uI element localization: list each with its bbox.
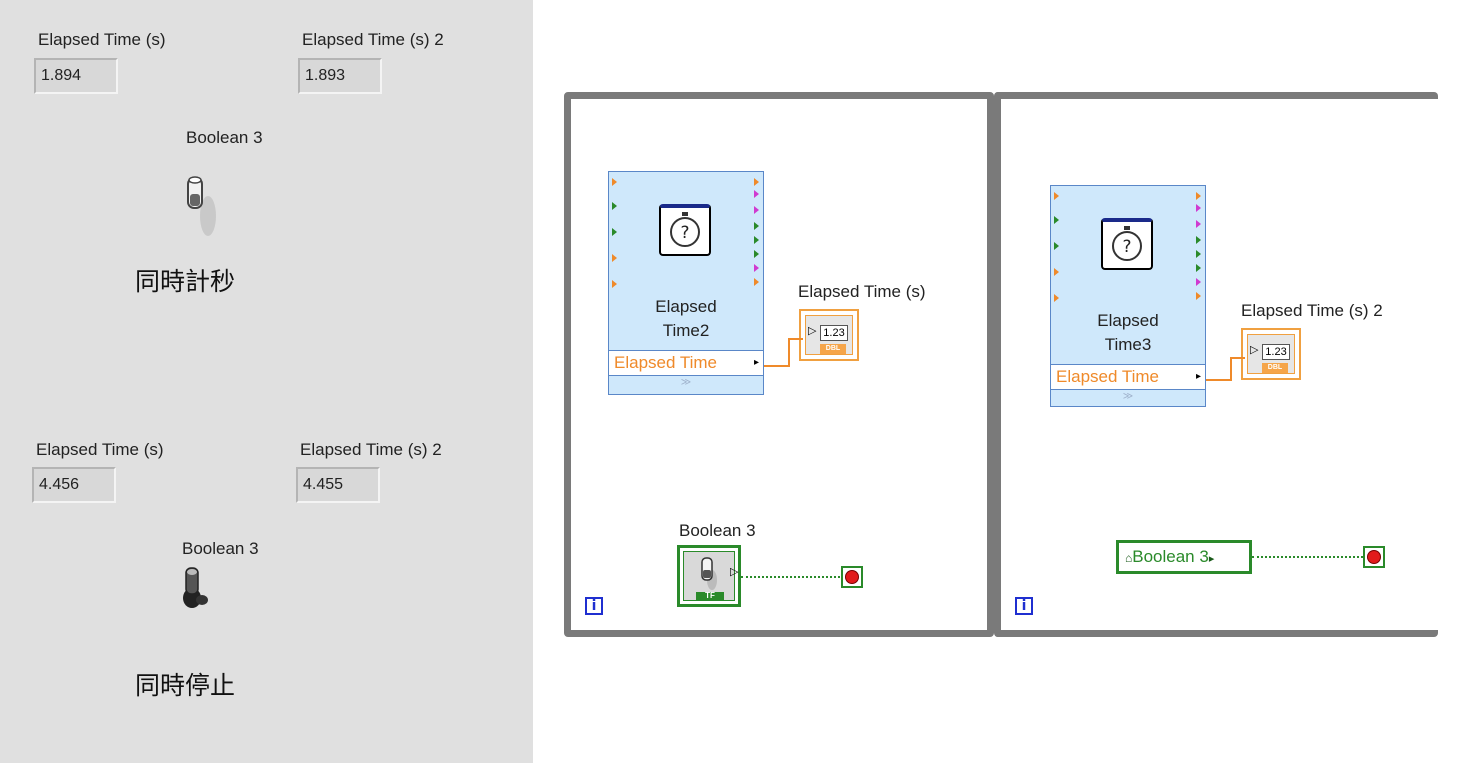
input-terminal [612, 280, 617, 288]
stopwatch-icon: ? [659, 204, 711, 256]
output-terminal [1196, 236, 1201, 244]
elapsed-time-indicator: 4.456 [32, 467, 116, 503]
boolean-3-label: Boolean 3 [186, 128, 263, 147]
simultaneous-timing-caption: 同時計秒 [135, 267, 236, 296]
output-terminal [1196, 250, 1201, 258]
output-arrow-icon: ▸ [753, 357, 759, 368]
stop-terminal-icon[interactable] [1363, 546, 1385, 568]
dbl-wire[interactable] [788, 338, 790, 367]
dbl-wire[interactable] [1206, 379, 1230, 381]
boolean-3-control-terminal[interactable]: TF ▷ [677, 545, 741, 607]
output-arrow-icon: ▸ [1195, 371, 1201, 382]
elapsed-time-2-indicator-terminal[interactable]: ▷ 1.23 DBL [1241, 328, 1301, 380]
input-terminal [1054, 216, 1059, 224]
toggle-switch-icon [701, 557, 717, 590]
elapsed-time-label: Elapsed Time (s) [38, 30, 166, 49]
front-panel: Elapsed Time (s) 1.894 Elapsed Time (s) … [0, 0, 533, 763]
stop-terminal-icon[interactable] [841, 566, 863, 588]
boolean-3-terminal-label: Boolean 3 [679, 521, 756, 540]
express-vi-title: Time2 [662, 321, 710, 340]
elapsed-time-2-terminal-label: Elapsed Time (s) 2 [1241, 301, 1383, 320]
while-loop-2[interactable]: ? Elapsed Time3 Elapsed Time ▸ ≫ Elapsed… [994, 92, 1438, 637]
input-terminal [1054, 294, 1059, 302]
numeric-glyph: 1.23 [820, 325, 848, 341]
boolean-wire[interactable] [741, 576, 840, 578]
elapsed-time-output-terminal[interactable]: Elapsed Time ▸ [609, 350, 763, 376]
output-terminal [1196, 264, 1201, 272]
output-arrow-icon: ▷ [730, 566, 739, 578]
output-terminal [1196, 220, 1201, 228]
dbl-type-tag: DBL [1262, 363, 1288, 373]
output-terminal [754, 278, 759, 286]
elapsed-time-2-label: Elapsed Time (s) 2 [300, 440, 442, 459]
input-terminal [1054, 242, 1059, 250]
input-terminal [612, 202, 617, 210]
dbl-wire[interactable] [788, 338, 803, 340]
elapsed-time-indicator-terminal[interactable]: ▷ 1.23 DBL [799, 309, 859, 361]
iteration-terminal-icon[interactable]: i [585, 597, 603, 615]
while-loop-1[interactable]: ? Elapsed Time2 Elapsed Time ▸ ≫ Elapsed… [564, 92, 994, 637]
svg-text:?: ? [680, 223, 689, 243]
boolean-wire[interactable] [1252, 556, 1363, 558]
elapsed-time-2-indicator: 4.455 [296, 467, 380, 503]
stopwatch-icon: ? [1101, 218, 1153, 270]
input-arrow-icon: ▷ [808, 325, 817, 337]
elapsed-time-express-vi[interactable]: ? Elapsed Time2 Elapsed Time ▸ ≫ [608, 171, 764, 395]
output-terminal [754, 178, 759, 186]
output-terminal [754, 206, 759, 214]
iteration-terminal-icon[interactable]: i [1015, 597, 1033, 615]
elapsed-time-2-label: Elapsed Time (s) 2 [302, 30, 444, 49]
output-terminal [754, 190, 759, 198]
resize-grip-icon[interactable]: ≫ [680, 377, 692, 388]
input-terminal [612, 254, 617, 262]
output-terminal [754, 222, 759, 230]
output-terminal [1196, 292, 1201, 300]
elapsed-time-2-indicator: 1.893 [298, 58, 382, 94]
toggle-switch-off[interactable] [180, 172, 224, 238]
svg-text:?: ? [1122, 237, 1131, 257]
input-arrow-icon: ▷ [1250, 344, 1259, 356]
input-terminal [1054, 192, 1059, 200]
input-terminal [1054, 268, 1059, 276]
output-terminal [1196, 204, 1201, 212]
toggle-switch-on[interactable] [178, 564, 218, 612]
dbl-wire[interactable] [764, 365, 788, 367]
numeric-glyph: 1.23 [1262, 344, 1290, 360]
boolean-3-label: Boolean 3 [182, 539, 259, 558]
tf-type-tag: TF [696, 592, 724, 600]
express-vi-title: Elapsed [1097, 311, 1159, 330]
input-terminal [612, 228, 617, 236]
express-vi-title: Time3 [1104, 335, 1152, 354]
simultaneous-stop-caption: 同時停止 [135, 671, 236, 700]
dbl-type-tag: DBL [820, 344, 846, 354]
elapsed-time-express-vi[interactable]: ? Elapsed Time3 Elapsed Time ▸ ≫ [1050, 185, 1206, 407]
output-terminal [754, 236, 759, 244]
dbl-wire[interactable] [1230, 357, 1232, 381]
resize-grip-icon[interactable]: ≫ [1122, 391, 1134, 402]
dbl-wire[interactable] [1230, 357, 1245, 359]
output-terminal [1196, 278, 1201, 286]
express-vi-title: Elapsed [655, 297, 717, 316]
house-icon: ⌂ [1125, 551, 1133, 565]
elapsed-time-terminal-label: Elapsed Time (s) [798, 282, 926, 301]
output-terminal [754, 250, 759, 258]
elapsed-time-indicator: 1.894 [34, 58, 118, 94]
elapsed-time-label: Elapsed Time (s) [36, 440, 164, 459]
output-terminal [1196, 192, 1201, 200]
input-terminal [612, 178, 617, 186]
output-terminal [754, 264, 759, 272]
boolean-3-local-variable[interactable]: ⌂Boolean 3▸ [1116, 540, 1252, 574]
elapsed-time-output-terminal[interactable]: Elapsed Time ▸ [1051, 364, 1205, 390]
output-arrow-icon: ▸ [1208, 553, 1215, 565]
